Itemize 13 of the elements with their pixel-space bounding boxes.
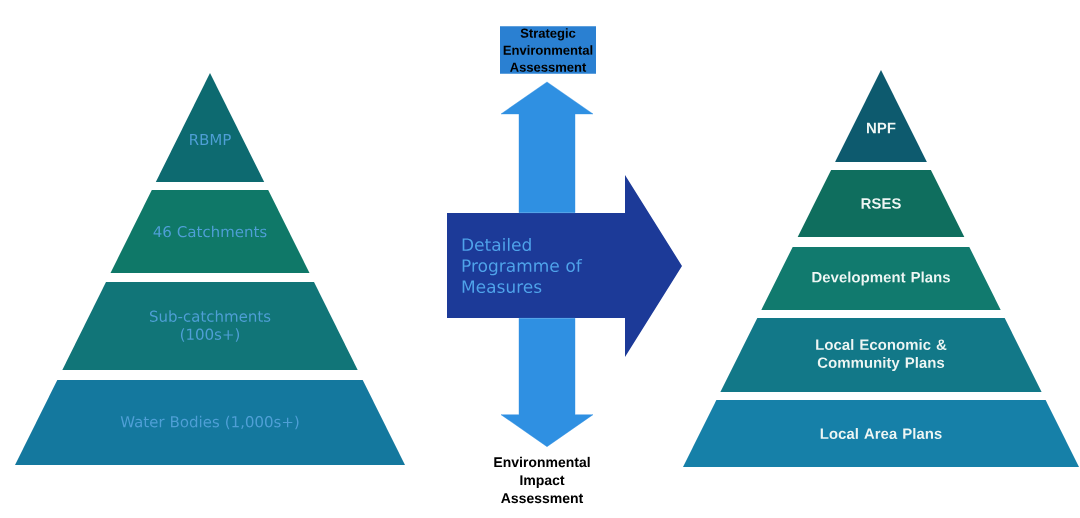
arrow <box>500 81 594 213</box>
pyramid-tier: NPF <box>835 70 927 162</box>
pyramid-tier: Development Plans <box>761 247 1001 310</box>
pyramid-tier: Water Bodies (1,000s+) <box>15 380 405 465</box>
highlighted-text: Strategic Environmental Assessment <box>500 26 596 74</box>
pyramid-tier: Local Area Plans <box>683 400 1079 467</box>
pyramid-tier: 46 Catchments <box>110 190 310 273</box>
pyramid-tier: RBMP <box>155 73 265 182</box>
pyramid-tier: Sub-catchments (100s+) <box>62 282 358 370</box>
caption-text: Environmental Impact Assessment <box>494 456 590 504</box>
pyramid-tier: Local Economic & Community Plans <box>720 318 1042 392</box>
pyramid-tier: RSES <box>797 170 965 237</box>
arrow <box>500 318 594 447</box>
